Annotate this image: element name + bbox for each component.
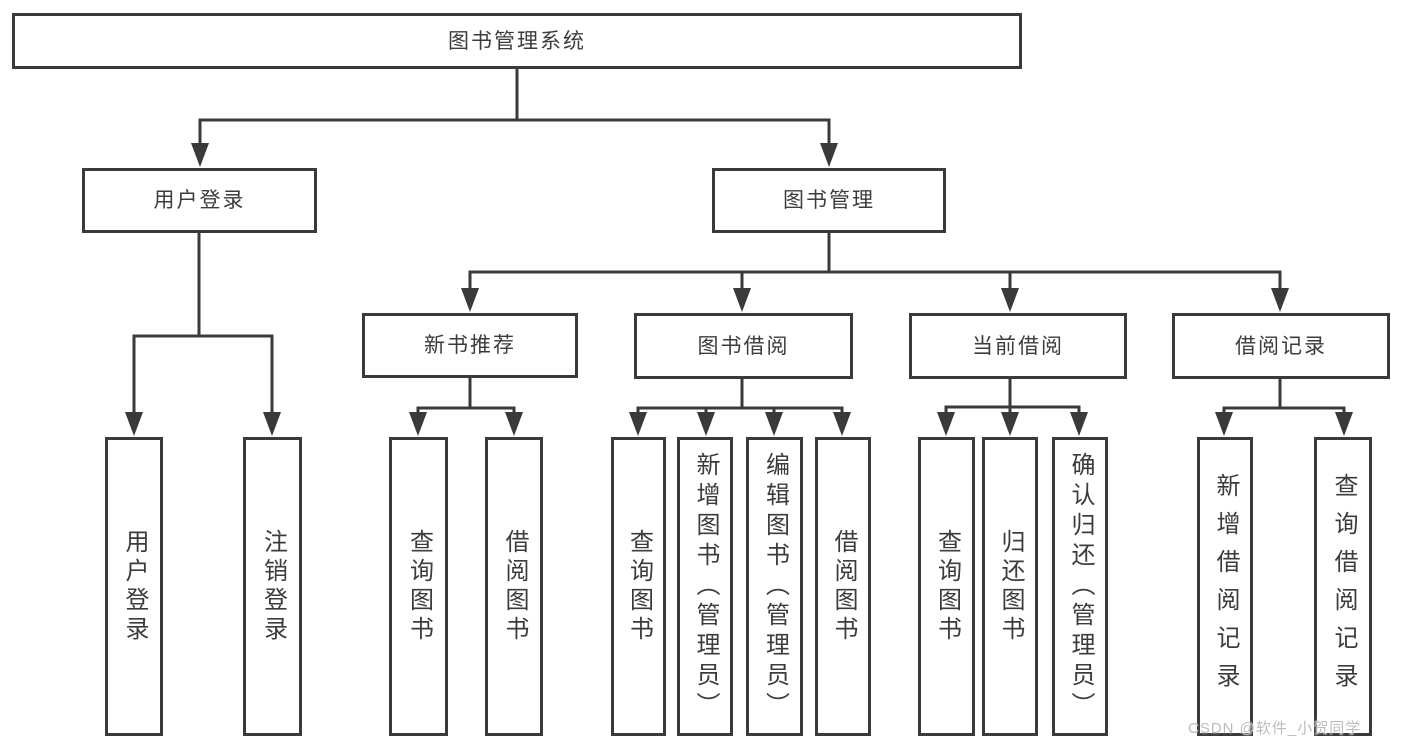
- node-leaf-logout: 注销登录: [243, 437, 302, 736]
- node-book-management: 图书管理: [712, 168, 946, 233]
- connector-arrowheads: [125, 143, 1353, 436]
- node-leaf-br-add-record: 新增借阅记录: [1197, 437, 1253, 736]
- node-leaf-br-query-record: 查询借阅记录: [1314, 437, 1372, 736]
- node-leaf-user-login: 用户登录: [105, 437, 163, 736]
- node-leaf-bb-query-book: 查询图书: [611, 437, 666, 736]
- node-root: 图书管理系统: [12, 13, 1022, 69]
- node-leaf-bb-borrow-book: 借阅图书: [815, 437, 871, 736]
- node-leaf-rec-borrow-book: 借阅图书: [485, 437, 543, 736]
- node-current-borrow: 当前借阅: [909, 313, 1127, 379]
- node-leaf-bb-add-book: 新增图书（管理员）: [677, 437, 733, 736]
- node-leaf-cb-return-book: 归还图书: [982, 437, 1038, 736]
- node-leaf-bb-edit-book: 编辑图书（管理员）: [746, 437, 803, 736]
- node-borrow-records: 借阅记录: [1172, 313, 1390, 379]
- node-leaf-rec-query-book: 查询图书: [389, 437, 448, 736]
- node-user-login: 用户登录: [82, 168, 317, 233]
- node-leaf-cb-confirm-return: 确认归还（管理员）: [1052, 437, 1108, 736]
- node-book-borrow: 图书借阅: [634, 313, 853, 379]
- node-new-book-recommend: 新书推荐: [362, 313, 578, 378]
- watermark: CSDN @软件_小贺同学: [1188, 720, 1362, 737]
- node-leaf-cb-query-book: 查询图书: [918, 437, 975, 736]
